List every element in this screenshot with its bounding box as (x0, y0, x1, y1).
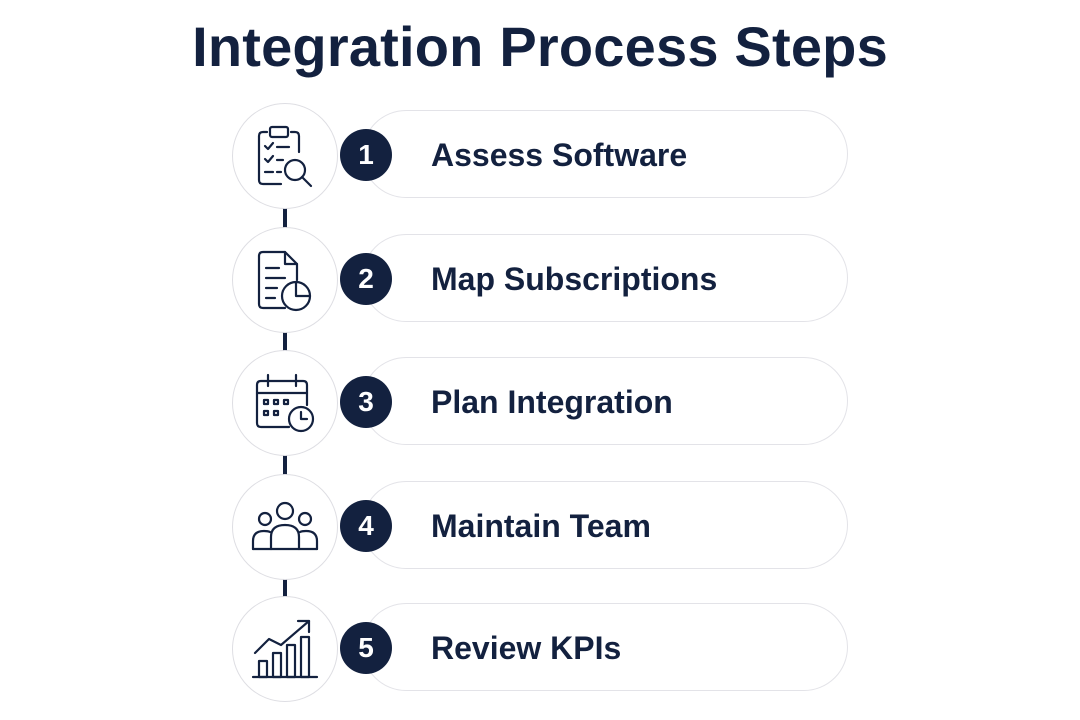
step-icon-circle (232, 103, 338, 209)
step-icon-circle (232, 350, 338, 456)
step-5: Review KPIs 5 (0, 596, 1080, 702)
step-card[interactable]: Assess Software (362, 110, 848, 198)
step-3: Plan Integration 3 (0, 350, 1080, 456)
step-number-badge: 5 (340, 622, 392, 674)
step-4: Maintain Team 4 (0, 474, 1080, 580)
step-icon-circle (232, 596, 338, 702)
step-number-badge: 3 (340, 376, 392, 428)
document-pie-chart-icon (257, 250, 312, 312)
step-icon-circle (232, 474, 338, 580)
clipboard-search-icon (257, 125, 313, 188)
step-icon-circle (232, 227, 338, 333)
step-label: Map Subscriptions (431, 261, 718, 297)
step-label: Review KPIs (431, 630, 622, 666)
step-card[interactable]: Maintain Team (362, 481, 848, 569)
step-number-badge: 2 (340, 253, 392, 305)
step-label: Assess Software (431, 137, 688, 173)
calendar-clock-icon (255, 373, 315, 433)
step-card[interactable]: Plan Integration (362, 357, 848, 445)
step-label: Maintain Team (431, 508, 651, 544)
step-card[interactable]: Review KPIs (362, 603, 848, 691)
step-number-badge: 1 (340, 129, 392, 181)
step-card[interactable]: Map Subscriptions (362, 234, 848, 322)
step-label: Plan Integration (431, 384, 673, 420)
growth-chart-icon (251, 619, 319, 679)
step-2: Map Subscriptions 2 (0, 227, 1080, 333)
step-number-badge: 4 (340, 500, 392, 552)
page-title: Integration Process Steps (192, 15, 888, 78)
step-1: Assess Software 1 (0, 103, 1080, 209)
team-icon (251, 501, 319, 551)
